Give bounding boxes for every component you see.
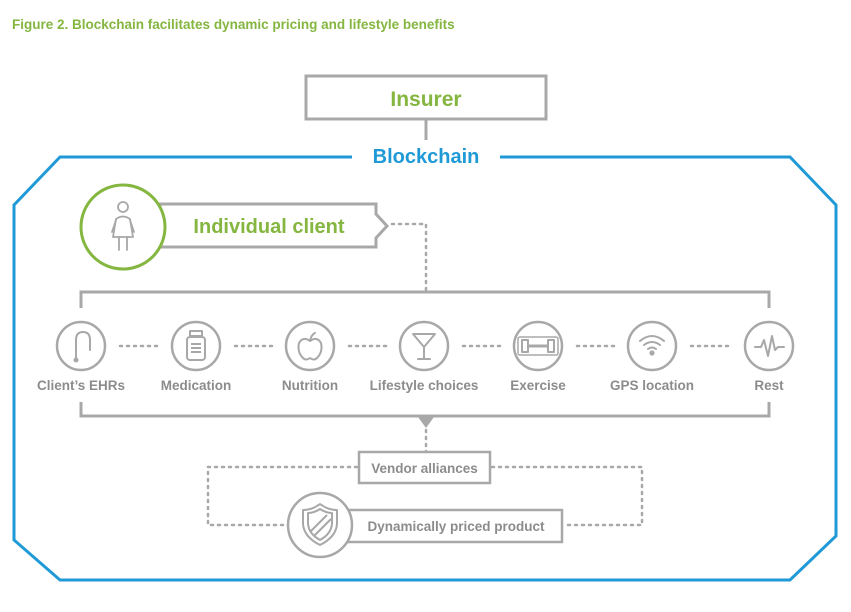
dumbbell-icon bbox=[517, 336, 559, 356]
factor-label-lifestyle: Lifestyle choices bbox=[370, 378, 479, 393]
figure-title: Figure 2. Blockchain facilitates dynamic… bbox=[12, 17, 455, 32]
insurer-label: Insurer bbox=[390, 88, 461, 111]
factor-circle-nutrition bbox=[284, 320, 336, 372]
factor-label-ehrs: Client’s EHRs bbox=[37, 378, 125, 393]
product-label: Dynamically priced product bbox=[367, 519, 545, 534]
factors-top-bracket bbox=[79, 290, 771, 308]
vendor-alliances-label: Vendor alliances bbox=[371, 461, 478, 476]
factor-label-nutrition: Nutrition bbox=[282, 378, 338, 393]
shield-icon bbox=[302, 503, 338, 546]
medicine-bottle-icon bbox=[186, 330, 206, 361]
blockchain-label: Blockchain bbox=[373, 146, 480, 168]
client-label-box bbox=[158, 202, 390, 249]
factor-labels: Client’s EHRs Medication Nutrition Lifes… bbox=[37, 378, 784, 393]
factor-circle-gps bbox=[626, 320, 678, 372]
bracket-arrow bbox=[418, 417, 434, 428]
client-label: Individual client bbox=[193, 216, 344, 238]
product-shield-circle bbox=[286, 491, 354, 559]
person-icon bbox=[111, 201, 135, 251]
factor-circle-medication bbox=[170, 320, 222, 372]
factor-label-exercise: Exercise bbox=[510, 378, 566, 393]
factor-circle-ehrs bbox=[55, 320, 107, 372]
cocktail-glass-icon bbox=[412, 333, 436, 360]
vendor-product-loop bbox=[206, 465, 644, 527]
client-avatar-circle bbox=[79, 183, 167, 271]
blockchain-frame bbox=[12, 155, 838, 582]
client-connector bbox=[390, 222, 428, 292]
product-box bbox=[338, 508, 564, 544]
factors-bottom-bracket bbox=[79, 402, 771, 418]
factor-label-rest: Rest bbox=[754, 378, 784, 393]
cane-icon bbox=[73, 330, 91, 363]
vendor-alliances-box bbox=[357, 450, 492, 485]
factor-label-medication: Medication bbox=[161, 378, 232, 393]
factor-label-gps: GPS location bbox=[610, 378, 694, 393]
wifi-signal-icon bbox=[639, 335, 665, 356]
heartbeat-icon bbox=[754, 335, 785, 357]
apple-icon bbox=[297, 332, 323, 361]
